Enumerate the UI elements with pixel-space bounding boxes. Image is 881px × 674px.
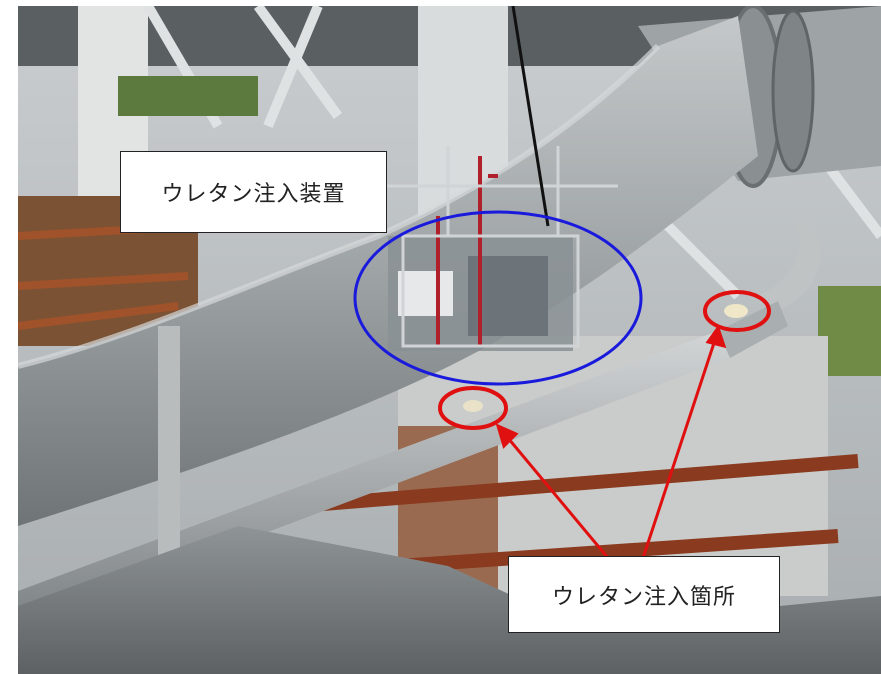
label-injection-device: ウレタン注入装置 bbox=[120, 151, 387, 233]
collapsed-sheets bbox=[18, 526, 881, 674]
label-injection-points: ウレタン注入箇所 bbox=[508, 556, 780, 633]
foliage bbox=[118, 76, 258, 116]
injection-point-marker-1 bbox=[438, 386, 508, 430]
foam-blob-1 bbox=[463, 400, 483, 412]
pipe-highlight bbox=[18, 43, 661, 369]
device-marker-ellipse bbox=[353, 210, 643, 386]
foliage-right bbox=[818, 286, 881, 376]
foam-blob-2 bbox=[724, 304, 748, 318]
support-post bbox=[158, 326, 180, 586]
pipe-flange-2 bbox=[771, 9, 815, 173]
injection-device-frame bbox=[378, 6, 618, 351]
plant-photo bbox=[18, 6, 881, 674]
injection-point-marker-2 bbox=[703, 290, 771, 332]
rust-beams bbox=[297, 454, 859, 573]
photo-illustration bbox=[18, 6, 881, 674]
label-injection-device-text: ウレタン注入装置 bbox=[161, 182, 346, 207]
label-injection-points-text: ウレタン注入箇所 bbox=[551, 584, 736, 610]
annotation-arrows bbox=[495, 324, 727, 559]
riser-pipe bbox=[758, 216, 821, 311]
